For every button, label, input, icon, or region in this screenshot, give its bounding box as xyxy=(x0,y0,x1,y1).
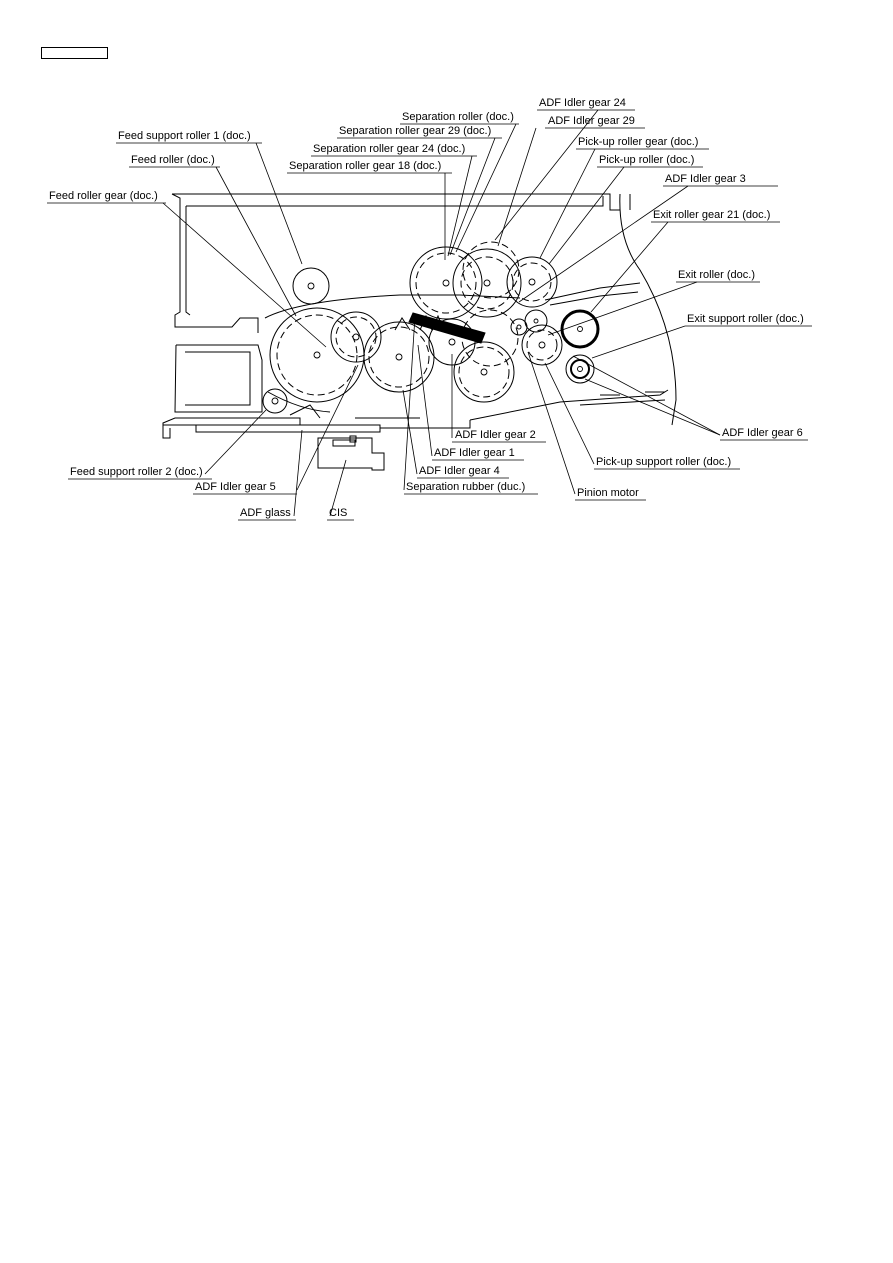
label-exit-support-roller: Exit support roller (doc.) xyxy=(687,313,804,325)
label-separation-roller: Separation roller (doc.) xyxy=(402,111,514,123)
label-pinion-motor: Pinion motor xyxy=(577,487,639,499)
label-adf-idler-gear-29: ADF Idler gear 29 xyxy=(548,115,635,127)
adf-housing xyxy=(162,193,677,471)
label-separation-roller-gear-18: Separation roller gear 18 (doc.) xyxy=(289,160,441,172)
label-pickup-roller: Pick-up roller (doc.) xyxy=(599,154,694,166)
label-adf-idler-gear-5: ADF Idler gear 5 xyxy=(195,481,276,493)
rollers-and-gears xyxy=(262,241,600,414)
label-adf-idler-gear-3: ADF Idler gear 3 xyxy=(665,173,746,185)
label-feed-roller: Feed roller (doc.) xyxy=(131,154,215,166)
label-separation-rubber: Separation rubber (duc.) xyxy=(406,481,525,493)
label-adf-idler-gear-6: ADF Idler gear 6 xyxy=(722,427,803,439)
part-labels: Separation roller (doc.) ADF Idler gear … xyxy=(49,97,804,519)
label-adf-idler-gear-1: ADF Idler gear 1 xyxy=(434,447,515,459)
label-feed-roller-gear: Feed roller gear (doc.) xyxy=(49,190,158,202)
label-exit-roller-gear-21: Exit roller gear 21 (doc.) xyxy=(653,209,770,221)
label-adf-glass: ADF glass xyxy=(240,507,291,519)
label-separation-roller-gear-24: Separation roller gear 24 (doc.) xyxy=(313,143,465,155)
label-feed-support-roller-2: Feed support roller 2 (doc.) xyxy=(70,466,203,478)
label-adf-idler-gear-24: ADF Idler gear 24 xyxy=(539,97,626,109)
label-cis: CIS xyxy=(329,507,347,519)
label-feed-support-roller-1: Feed support roller 1 (doc.) xyxy=(118,130,251,142)
label-pickup-support-roller: Pick-up support roller (doc.) xyxy=(596,456,731,468)
label-adf-idler-gear-2: ADF Idler gear 2 xyxy=(455,429,536,441)
label-exit-roller: Exit roller (doc.) xyxy=(678,269,755,281)
page-number-box xyxy=(41,47,108,59)
label-adf-idler-gear-4: ADF Idler gear 4 xyxy=(419,465,500,477)
label-separation-roller-gear-29: Separation roller gear 29 (doc.) xyxy=(339,125,491,137)
leader-lines xyxy=(47,109,812,521)
label-pickup-roller-gear: Pick-up roller gear (doc.) xyxy=(578,136,698,148)
